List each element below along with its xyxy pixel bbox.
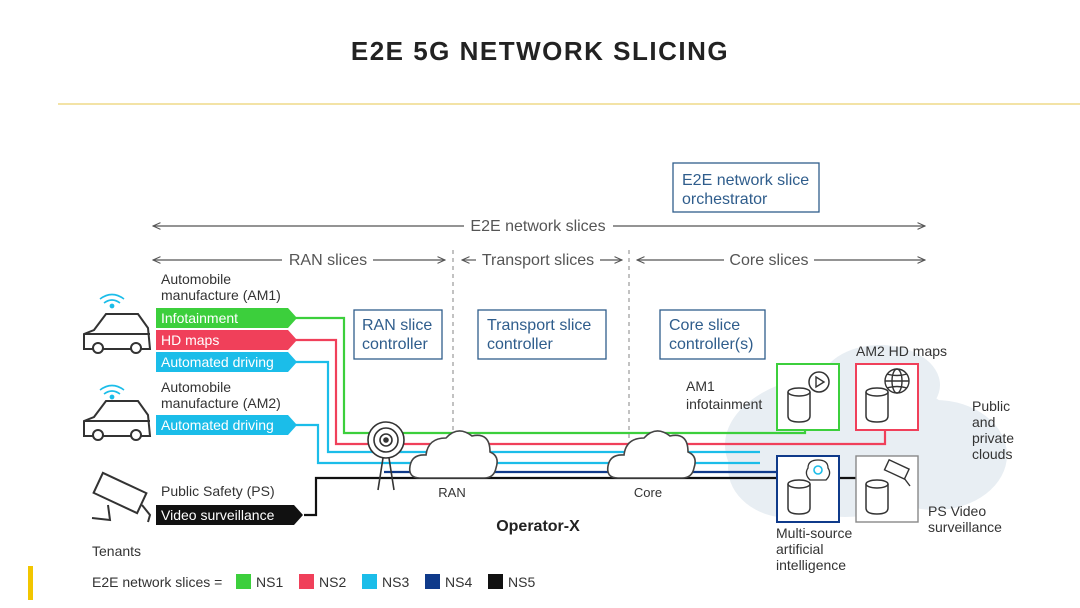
accent-bar — [28, 566, 33, 600]
ps-name: Public Safety (PS) — [161, 483, 275, 499]
car-icon — [83, 313, 152, 354]
orchestrator-box: E2E network slice orchestrator — [672, 162, 820, 213]
legend-ns3-label: NS3 — [382, 574, 409, 590]
wifi-icon — [99, 293, 125, 309]
am1-info-line-1: AM1 — [686, 378, 715, 394]
page-title: E2E 5G NETWORK SLICING — [350, 36, 730, 66]
antenna-icon — [367, 421, 405, 491]
ns2-line — [296, 338, 887, 446]
tag-hd-maps-label: HD maps — [161, 332, 219, 348]
legend-ns1: NS1 — [236, 574, 283, 590]
span-arrows — [153, 226, 925, 260]
ran-controller-line-2: controller — [362, 336, 428, 353]
transport-controller-line-2: controller — [487, 336, 553, 353]
tag-hd-maps: HD maps — [156, 330, 297, 350]
ai-line-1: Multi-source — [776, 525, 852, 541]
am1-info-line-2: infotainment — [686, 396, 762, 412]
ps-video-line-1: PS Video — [928, 503, 986, 519]
core-controller-line-2: controller(s) — [669, 336, 753, 353]
legend-prefix: E2E network slices = — [92, 574, 222, 590]
tag-video-surveillance: Video surveillance — [156, 505, 303, 525]
ps-video-server — [855, 455, 919, 523]
public-line-4: clouds — [972, 446, 1012, 462]
am1-infotainment-server — [776, 363, 840, 431]
car-icon — [83, 400, 152, 441]
wifi-icon — [99, 384, 125, 400]
gear-icon — [805, 459, 831, 481]
am2-name-line-2: manufacture (AM2) — [161, 395, 281, 411]
ran-controller-line-1: RAN slice — [362, 317, 432, 334]
am1-name-line-1: Automobile — [161, 271, 231, 287]
e2e-span-label: E2E network slices — [470, 218, 605, 235]
orchestrator-line-1: E2E network slice — [682, 172, 809, 189]
core-label: Core — [634, 485, 662, 500]
camera-icon — [91, 471, 152, 523]
legend-ns5-label: NS5 — [508, 574, 535, 590]
ran-cloud — [408, 430, 498, 479]
ai-server — [776, 455, 840, 523]
legend-ns2-label: NS2 — [319, 574, 346, 590]
legend-ns5: NS5 — [488, 574, 535, 590]
tag-infotainment: Infotainment — [156, 308, 297, 328]
core-span-label: Core slices — [729, 252, 808, 269]
camera-icon — [883, 458, 911, 487]
am2-hd-label: AM2 HD maps — [856, 343, 947, 359]
transport-controller-line-1: Transport slice — [487, 317, 591, 334]
public-line-2: and — [972, 414, 995, 430]
am2-name-line-1: Automobile — [161, 379, 231, 395]
tag-video-surveillance-label: Video surveillance — [161, 507, 275, 523]
public-line-1: Public — [972, 398, 1010, 414]
ran-label: RAN — [438, 485, 465, 500]
public-line-3: private — [972, 430, 1014, 446]
operator-label: Operator-X — [496, 518, 580, 535]
am2-hd-maps-server — [855, 363, 919, 431]
tag-automated-driving-am1: Automated driving — [156, 352, 297, 372]
core-controller-line-1: Core slice — [669, 317, 740, 334]
tag-infotainment-label: Infotainment — [161, 310, 238, 326]
transport-controller-box: Transport slice controller — [477, 309, 607, 360]
ai-line-3: intelligence — [776, 557, 846, 573]
ns5-line — [304, 476, 890, 517]
ran-span-label: RAN slices — [289, 252, 367, 269]
core-controller-box: Core slice controller(s) — [659, 309, 766, 360]
transport-span-label: Transport slices — [482, 252, 594, 269]
ns3-line-am1 — [296, 360, 760, 454]
tenants-caption: Tenants — [92, 543, 141, 559]
core-cloud — [606, 430, 696, 479]
legend-ns3: NS3 — [362, 574, 409, 590]
play-icon — [808, 371, 830, 393]
ps-video-line-2: surveillance — [928, 519, 1002, 535]
legend-ns4-label: NS4 — [445, 574, 472, 590]
legend-ns1-label: NS1 — [256, 574, 283, 590]
ran-controller-box: RAN slice controller — [353, 309, 443, 360]
tag-automated-driving-am2-label: Automated driving — [161, 417, 274, 433]
orchestrator-line-2: orchestrator — [682, 191, 768, 208]
tag-automated-driving-am2: Automated driving — [156, 415, 297, 435]
title-divider — [58, 103, 1080, 105]
legend-ns2: NS2 — [299, 574, 346, 590]
legend-ns4: NS4 — [425, 574, 472, 590]
am1-name-line-2: manufacture (AM1) — [161, 287, 281, 303]
ai-line-2: artificial — [776, 541, 823, 557]
tag-automated-driving-am1-label: Automated driving — [161, 354, 274, 370]
ns3-line-am2 — [296, 423, 760, 465]
globe-icon — [884, 368, 910, 394]
